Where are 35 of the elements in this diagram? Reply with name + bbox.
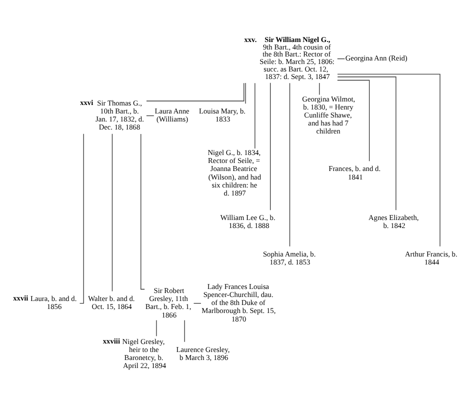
node-text: Sir Thomas G., 10th Bart., b. Jan. 17, 1832, d. Dec. 18, 1868 xyxy=(95,98,144,132)
connector xyxy=(337,73,440,246)
connector xyxy=(319,82,320,95)
node-text: Louisa Mary, b. 1833 xyxy=(198,106,246,124)
connector xyxy=(112,133,113,292)
node-text: Arthur Francis, b. 1844 xyxy=(404,248,458,266)
node-label: xxviii xyxy=(102,336,120,345)
connector xyxy=(289,82,290,246)
node-text: Frances, b. and d. 1841 xyxy=(328,164,381,181)
connector xyxy=(245,82,246,104)
connector xyxy=(337,76,396,210)
connector xyxy=(184,319,185,342)
node-text: Sir William Nigel G., 9th Bart., 4th cousin of the 8th Bart.: Rector of Seile: b. March 25, 1806: succ. as Bart. Oct. 12, 1837: d. Sept. 3, 1847 xyxy=(260,34,334,80)
node-text: Sophia Amelia, b. 1837, d. 1853 xyxy=(262,248,316,266)
connector xyxy=(254,82,256,148)
connector xyxy=(270,82,271,210)
connector xyxy=(140,133,145,290)
node-label: xxvi xyxy=(80,97,94,106)
node-text: Walter b. and d. Oct. 15, 1864 xyxy=(88,294,135,311)
node-text: Lady Frances Louisa Spencer-Churchill, dau. of the 8th Duke of Marlborough b. Sept. 15, 1870 xyxy=(202,282,276,323)
node-text: William Lee G., b. 1836, d. 1888 xyxy=(220,212,276,230)
connector xyxy=(146,82,244,101)
connector xyxy=(156,319,157,336)
node-text: Sir Robert Gresley, 11th Bart., b. Feb. 1, 1866 xyxy=(145,286,192,319)
node-text: Georgina Wilmot, b. 1830, = Henry Cunliffe Shawe, and has had 7 children xyxy=(302,94,356,136)
node-text: Nigel Gresley, heir to the Baronetcy, b. April 22, 1894 xyxy=(122,336,166,370)
node-text: Nigel G., b. 1834, Rector of Seile, = Joanna Beatrice (Wilson), and had six children: he d. 1897 xyxy=(208,148,262,197)
node-text: Laurence Gresley, b March 3, 1896 xyxy=(176,344,230,362)
node-text: Agnes Elizabeth, b. 1842 xyxy=(368,212,419,230)
connector xyxy=(337,79,370,162)
node-text: Georgina Ann (Reid) xyxy=(345,53,408,62)
node-label: xxv. xyxy=(244,34,257,44)
node-label: xxvii xyxy=(13,293,28,302)
node-text: Laura Anne (Williams) xyxy=(154,106,190,124)
node-text: Laura, b. and d. 1856 xyxy=(30,294,77,311)
